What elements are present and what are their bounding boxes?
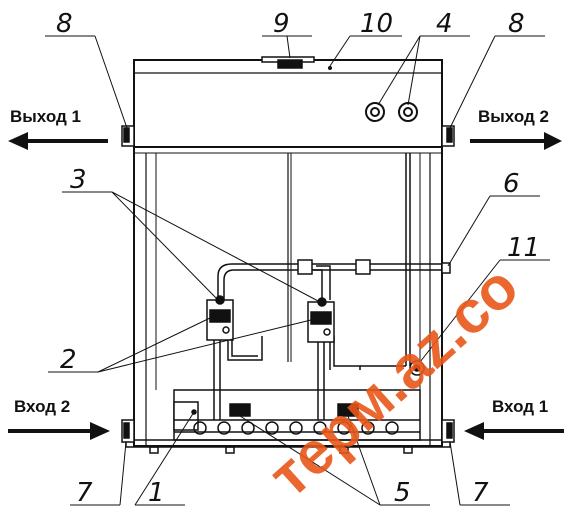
watermark: терм.az.co (256, 253, 531, 510)
thermostat (409, 360, 425, 376)
callout-11: 11 (507, 233, 540, 263)
callout-7-left: 7 (76, 478, 93, 508)
callout-2: 2 (60, 345, 77, 375)
callout-7-right: 7 (472, 478, 489, 508)
gas-piping (213, 153, 445, 420)
callout-6: 6 (503, 169, 520, 199)
callout-10: 10 (360, 9, 393, 39)
inlet-2-label: Вход 2 (14, 397, 70, 416)
top-handle (261, 56, 315, 69)
gas-valve-right (307, 297, 335, 343)
callout-3: 3 (70, 165, 87, 195)
side-brackets (121, 125, 455, 147)
callout-8-right: 8 (508, 9, 525, 39)
flow-arrows (8, 132, 564, 440)
outlet-1-label: Выход 1 (10, 107, 81, 126)
lower-mounts (121, 419, 455, 443)
top-panel-point (328, 66, 332, 70)
gas-valve-left (206, 295, 234, 341)
pressure-sensor (441, 262, 451, 274)
burner-block (173, 389, 421, 441)
inlet-1-label: Вход 1 (492, 397, 548, 416)
callout-4: 4 (436, 9, 453, 39)
outlet-2-label: Выход 2 (478, 107, 549, 126)
callout-8-left: 8 (56, 9, 73, 39)
leader-lines (45, 35, 550, 506)
callout-1: 1 (148, 478, 165, 508)
pressure-gauges (365, 102, 418, 122)
callout-9: 9 (273, 9, 290, 39)
callout-5: 5 (394, 478, 411, 508)
